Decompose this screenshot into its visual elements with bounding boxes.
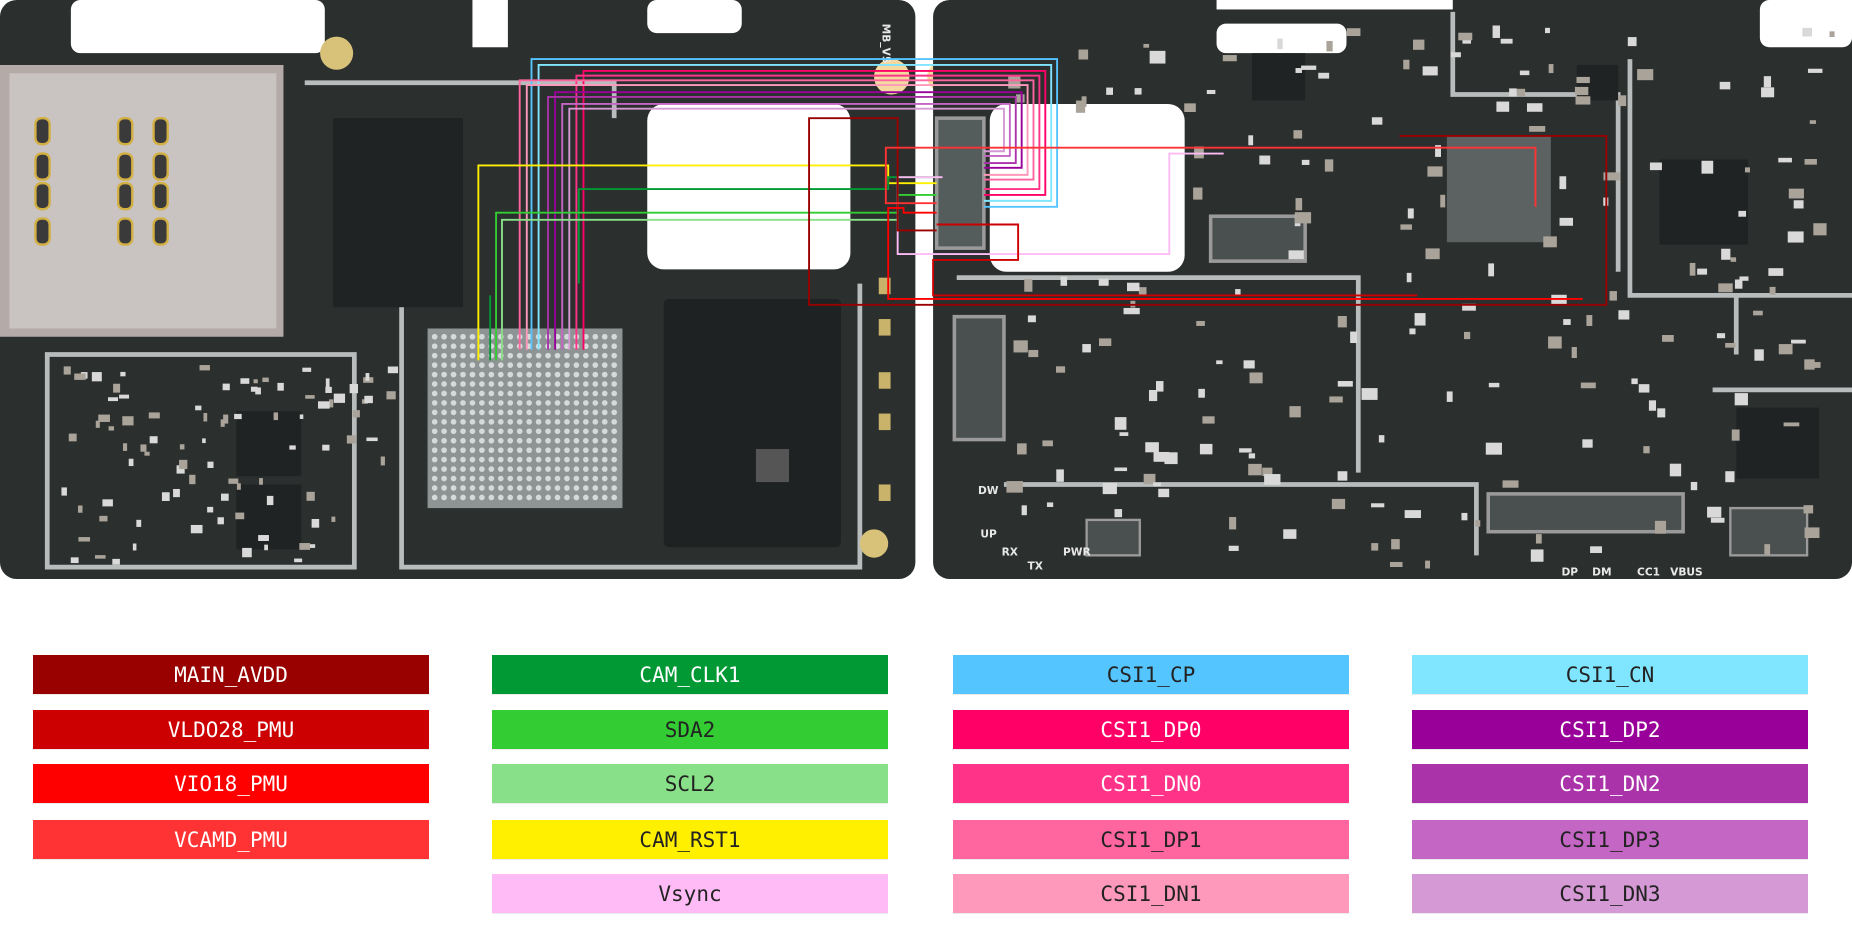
fpc-connector <box>1486 492 1685 534</box>
legend-item-csi1-dp3: CSI1_DP3 <box>1412 820 1808 859</box>
silk-cc1: CC1 <box>1637 565 1660 578</box>
trace-main-avdd <box>808 117 1608 306</box>
trace-csi1-dn0 <box>575 74 1041 350</box>
small-chip <box>1251 53 1306 101</box>
silk-rx: RX <box>1002 545 1018 558</box>
legend-item-csi1-cn: CSI1_CN <box>1412 655 1808 694</box>
soc-bga-chip <box>427 328 623 509</box>
legend-label: SDA2 <box>664 717 716 742</box>
legend-item-csi1-dp1: CSI1_DP1 <box>953 820 1349 859</box>
legend-item-vldo28-pmu: VLDO28_PMU <box>33 710 429 749</box>
silk-tx: TX <box>1028 560 1043 573</box>
trace-csi1-dp3 <box>561 103 1011 350</box>
legend-label: VLDO28_PMU <box>167 717 295 742</box>
legend-label: CAM_CLK1 <box>639 662 741 687</box>
legend-label: VIO18_PMU <box>174 771 288 796</box>
silk-dm: DM <box>1592 565 1611 578</box>
legend-label: CSI1_DP0 <box>1100 717 1202 742</box>
silkscreen-labels: MB_V5 DP DM CC1 VBUS UP DW RX TX PWR <box>879 24 1702 579</box>
legend-label: CSI1_DN3 <box>1559 881 1661 906</box>
fpc-connector <box>1085 518 1141 557</box>
legend-label: MAIN_AVDD <box>174 662 288 687</box>
trace-cam-rst1 <box>477 164 937 361</box>
silk-vbus: VBUS <box>1670 565 1703 578</box>
legend-item-scl2: SCL2 <box>492 764 888 803</box>
legend-item-cam-rst1: CAM_RST1 <box>492 820 888 859</box>
trace-vcamd-pmu <box>884 146 1537 207</box>
legend-label: CAM_RST1 <box>639 827 741 852</box>
legend-label: CSI1_DN1 <box>1100 881 1202 906</box>
legend-label: CSI1_CN <box>1565 662 1655 687</box>
trace-csi1-dp2 <box>554 91 1023 350</box>
legend-item-csi1-dp2: CSI1_DP2 <box>1412 710 1808 749</box>
small-chip <box>1736 407 1819 479</box>
legend-item-vcamd-pmu: VCAMD_PMU <box>33 820 429 859</box>
silk-pwr: PWR <box>1063 545 1091 558</box>
legend-item-csi1-dn3: CSI1_DN3 <box>1412 874 1808 913</box>
small-chip <box>236 411 302 477</box>
trace-csi1-dn1 <box>525 84 1029 350</box>
silk-dp: DP <box>1561 565 1578 578</box>
trace-csi1-cn <box>537 64 1053 350</box>
legend-item-main-avdd: MAIN_AVDD <box>33 655 429 694</box>
pmic-chip <box>333 118 463 308</box>
silk-board-version: MB_V5 <box>879 24 892 64</box>
legend-label: SCL2 <box>664 771 716 796</box>
legend-item-csi1-cp: CSI1_CP <box>953 655 1349 694</box>
legend-item-csi1-dn2: CSI1_DN2 <box>1412 764 1808 803</box>
fpc-connector <box>952 314 1006 442</box>
silk-up: UP <box>980 528 997 541</box>
legend-label: CSI1_CP <box>1106 662 1196 687</box>
legend-label: CSI1_DP1 <box>1100 827 1202 852</box>
memory-chip <box>663 298 841 548</box>
trace-vio18-pmu <box>887 207 1583 300</box>
trace-csi1-dp0 <box>582 69 1047 350</box>
trace-csi1-dn3 <box>568 107 1005 350</box>
mediatek-chip <box>1659 159 1749 245</box>
legend-item-vsync: Vsync <box>492 874 888 913</box>
trace-csi1-cp <box>530 58 1059 350</box>
sim-contacts <box>34 116 169 246</box>
legend-item-csi1-dn1: CSI1_DN1 <box>953 874 1349 913</box>
trace-vldo28-pmu <box>932 223 1418 297</box>
camera-connector <box>934 116 986 250</box>
trace-csi1-dp1 <box>518 79 1035 350</box>
legend-label: Vsync <box>658 881 722 906</box>
legend-label: CSI1_DP2 <box>1559 717 1661 742</box>
legend-label: CSI1_DN0 <box>1100 771 1202 796</box>
signal-traces <box>477 58 1608 361</box>
legend-label: VCAMD_PMU <box>174 827 288 852</box>
legend-item-sda2: SDA2 <box>492 710 888 749</box>
trace-csi1-dn2 <box>547 95 1017 350</box>
right-board <box>933 0 1852 579</box>
smd-components <box>61 25 1835 569</box>
legend-item-csi1-dp0: CSI1_DP0 <box>953 710 1349 749</box>
trace-scl2 <box>501 218 898 361</box>
legend-item-vio18-pmu: VIO18_PMU <box>33 764 429 803</box>
legend-item-csi1-dn0: CSI1_DN0 <box>953 764 1349 803</box>
trace-vsync <box>896 152 1224 255</box>
legend-label: CSI1_DP3 <box>1559 827 1661 852</box>
legend-item-cam-clk1: CAM_CLK1 <box>492 655 888 694</box>
bga-chip <box>1446 135 1551 243</box>
legend-label: CSI1_DN2 <box>1559 771 1661 796</box>
silk-dw: DW <box>978 484 999 497</box>
